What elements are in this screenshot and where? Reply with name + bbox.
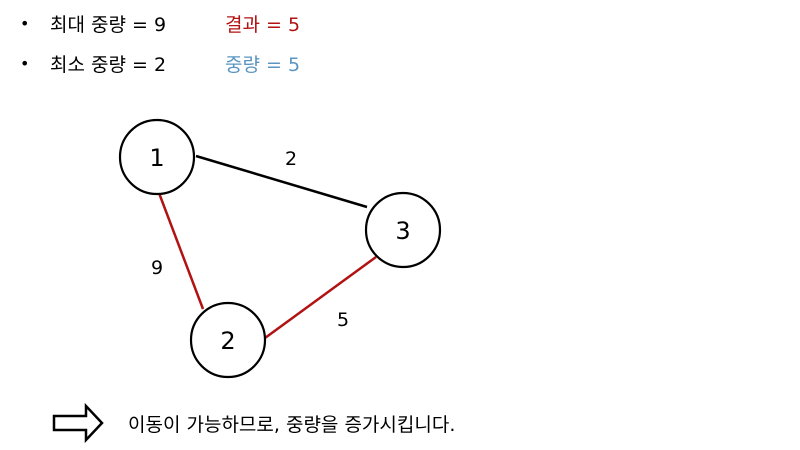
edge-weight-2-3: 5 [337, 309, 349, 331]
bullet-dot: • [20, 13, 30, 33]
bullet-row-max-weight: • 최대 중량 = 9 결과 = 5 [20, 8, 300, 38]
right-arrow-outline-icon [52, 402, 104, 444]
bullet-row-min-weight: • 최소 중량 = 2 중량 = 5 [20, 48, 300, 78]
edge-weight-1-3: 2 [285, 148, 297, 170]
result-text: 결과 = 5 [225, 13, 301, 36]
node-circle [189, 301, 267, 379]
edge-weight-1-2: 9 [151, 257, 163, 279]
node-label: 3 [395, 217, 410, 245]
node-2: 2 [189, 301, 267, 379]
edge-2-3 [264, 255, 377, 340]
node-1: 1 [118, 118, 196, 196]
node-circle [118, 118, 196, 196]
edge-1-3 [195, 154, 368, 209]
node-3: 3 [364, 191, 442, 269]
node-label: 2 [220, 327, 235, 355]
node-circle [364, 191, 442, 269]
weight-text: 중량 = 5 [225, 53, 301, 76]
node-label: 1 [149, 144, 164, 172]
bullet-dot: • [20, 53, 30, 73]
conclusion-text: 이동이 가능하므로, 중량을 증가시킵니다. [128, 414, 456, 436]
edge-1-2 [157, 192, 205, 310]
max-weight-text: 최대 중량 = 9 [50, 13, 167, 36]
min-weight-text: 최소 중량 = 2 [50, 53, 167, 76]
